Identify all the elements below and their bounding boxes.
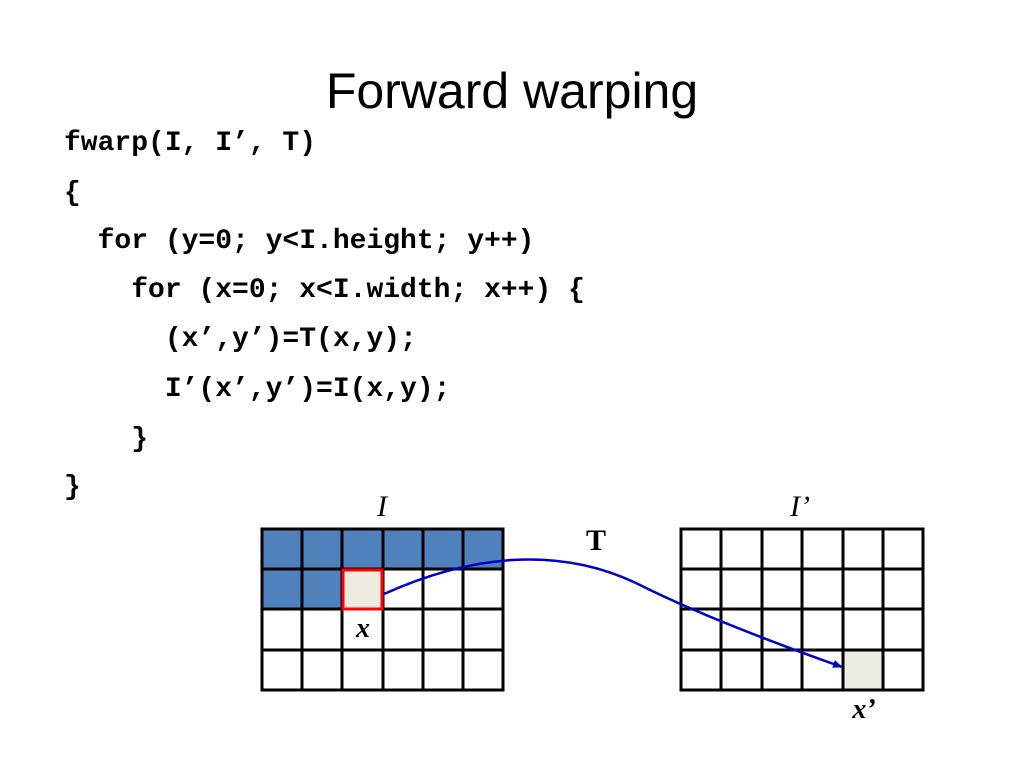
transform-arrow (383, 558, 843, 669)
code-line: I’(x’,y’)=I(x,y); (64, 374, 451, 405)
target-grid (679, 527, 925, 692)
slide-title: Forward warping (325, 63, 699, 119)
code-line: { (64, 178, 81, 209)
target-pixel-label: x’ (851, 694, 875, 725)
source-grid (260, 527, 505, 692)
transform-label: T (586, 524, 606, 557)
target-pixel (843, 650, 883, 690)
code-line: (x’,y’)=T(x,y); (64, 324, 417, 355)
code-line: for (y=0; y<I.height; y++) (64, 226, 535, 257)
target-grid-lines (679, 527, 925, 692)
code-line: } (64, 472, 81, 503)
source-pixel-label: x (355, 613, 370, 644)
source-pixel (341, 568, 384, 611)
code-line: for (x=0; x<I.width; x++) { (64, 275, 585, 306)
source-grid-lines (260, 527, 505, 692)
code-line: } (64, 424, 149, 455)
target-image-label: I’ (789, 490, 810, 523)
source-image-label: I (376, 490, 389, 523)
code-line: fwarp(I, I’, T) (64, 128, 317, 159)
